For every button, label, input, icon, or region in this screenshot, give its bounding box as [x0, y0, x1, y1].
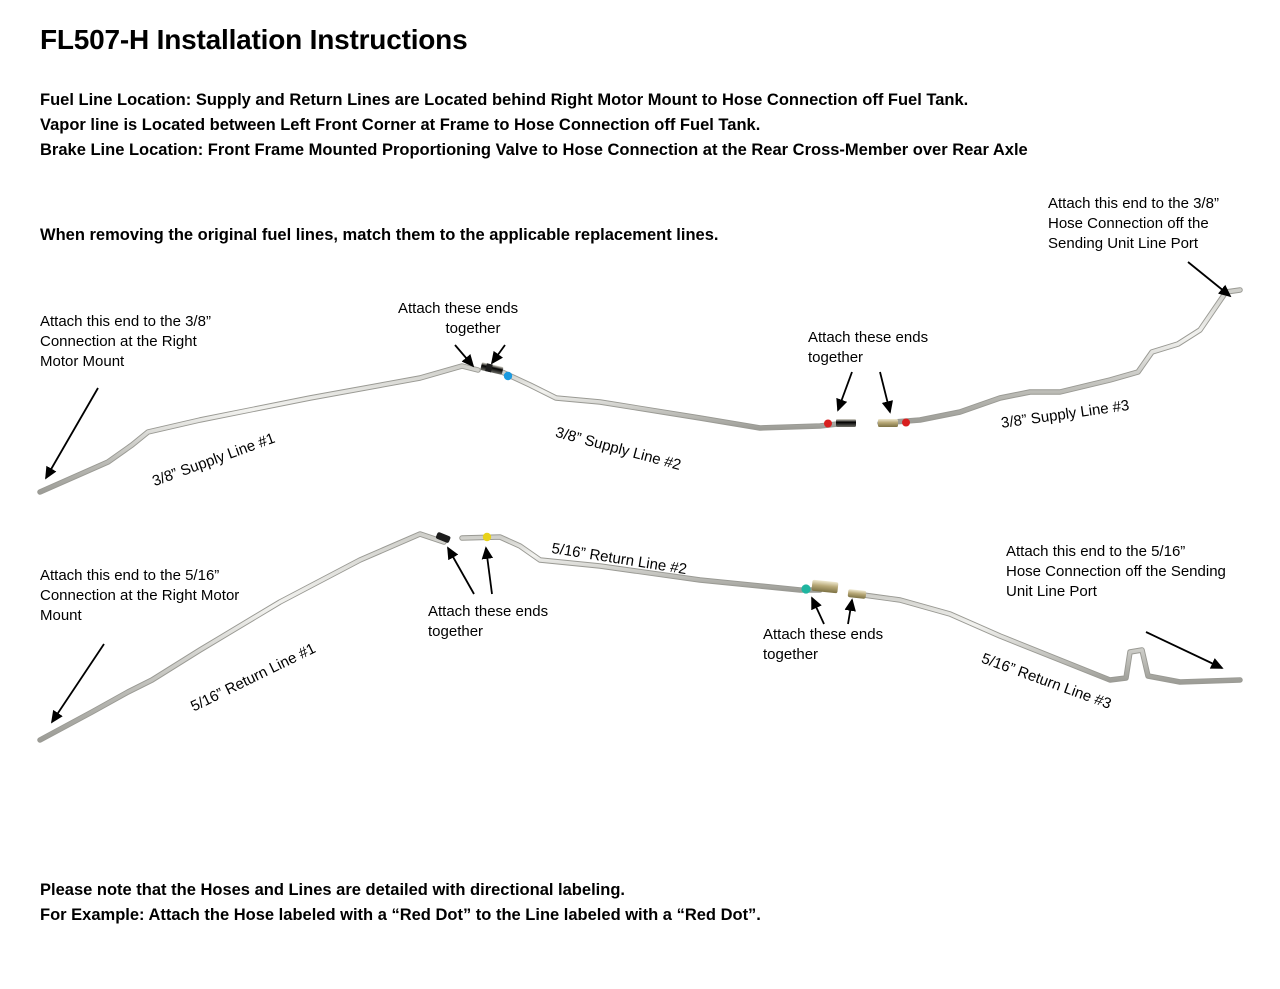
callout-line: Connection at the Right	[40, 333, 197, 350]
supply-mid-callout-arrows	[454, 344, 506, 368]
callout-line: Attach this end to the 3/8”	[40, 313, 211, 330]
return-line-2-right-fitting	[801, 579, 839, 594]
intro-line-vapor-location: Vapor line is Located between Left Front…	[40, 116, 761, 134]
callout-line: Attach these ends	[763, 626, 884, 643]
callout-return-right-join: Attach these ends together	[763, 625, 883, 665]
callout-line: together	[428, 623, 484, 640]
page-title: FL507-H Installation Instructions	[40, 24, 468, 55]
intro-paragraph-block: Fuel Line Location: Supply and Return Li…	[40, 88, 1220, 163]
callout-line: Mount	[40, 607, 82, 624]
callout-line: Attach these ends	[398, 300, 519, 317]
supply-line-3-left-fitting	[878, 418, 910, 427]
return-mid-callout-arrows	[447, 546, 494, 595]
return-end-callout-arrow	[1145, 631, 1224, 669]
callout-line: Attach these ends	[808, 329, 929, 346]
callout-supply-right-end: Attach this end to the 3/8” Hose Connect…	[1048, 194, 1219, 254]
callout-return-left-end: Attach this end to the 5/16” Connection …	[40, 566, 239, 626]
callout-line: Hose Connection off the Sending	[1006, 563, 1226, 580]
supply-left-callout-arrow	[45, 387, 99, 480]
red-dot-marker	[824, 419, 832, 428]
callout-line: together	[763, 646, 819, 663]
callout-line: Connection at the Right Motor	[40, 587, 240, 604]
callout-return-right-end: Attach this end to the 5/16” Hose Connec…	[1006, 542, 1226, 602]
footer-line-example: For Example: Attach the Hose labeled wit…	[40, 906, 761, 924]
return-line-3-left-fitting	[847, 589, 867, 599]
callout-line: Unit Line Port	[1006, 583, 1097, 600]
footer-line-directional-labeling: Please note that the Hoses and Lines are…	[40, 881, 625, 899]
return-right-callout-arrows	[811, 596, 856, 625]
intro-line-fuel-location: Fuel Line Location: Supply and Return Li…	[40, 91, 969, 109]
emphasis-note: When removing the original fuel lines, m…	[40, 226, 719, 244]
supply-line-1-tube	[37, 363, 481, 495]
blue-dot-marker	[503, 371, 513, 381]
return-left-callout-arrow	[51, 643, 105, 724]
callout-supply-right-join: Attach these ends together	[808, 328, 948, 368]
supply-line-2-tube	[499, 369, 849, 431]
callout-line: Sending Unit Line Port	[1048, 235, 1199, 252]
return-line-3-tube	[853, 591, 1243, 685]
callout-line: together	[445, 320, 501, 337]
callout-line: Attach these ends	[428, 603, 549, 620]
supply-line-2-right-fitting	[824, 419, 856, 428]
supply-right-callout-arrows	[836, 371, 893, 414]
callout-supply-left-end: Attach this end to the 3/8” Connection a…	[40, 312, 211, 372]
return-line-1-tube	[37, 531, 451, 743]
yellow-dot-marker	[482, 532, 492, 542]
callout-supply-mid-join: Attach these ends together	[398, 299, 548, 339]
footer-note-block: Please note that the Hoses and Lines are…	[40, 878, 1040, 928]
callout-line: Motor Mount	[40, 353, 125, 370]
callout-return-mid-join: Attach these ends together	[428, 602, 548, 642]
red-dot-marker	[902, 418, 910, 427]
callout-line: Attach this end to the 5/16”	[40, 567, 220, 584]
callout-line: Attach this end to the 3/8”	[1048, 195, 1219, 212]
intro-line-brake-location: Brake Line Location: Front Frame Mounted…	[40, 141, 1028, 159]
supply-line-3-tube	[877, 287, 1243, 426]
supply-end-callout-arrow	[1187, 261, 1232, 298]
callout-line: Hose Connection off the	[1048, 215, 1209, 232]
teal-dot-marker	[801, 584, 811, 594]
callout-line: Attach this end to the 5/16”	[1006, 543, 1186, 560]
return-line-2-tube	[459, 532, 823, 593]
callout-line: together	[808, 349, 864, 366]
supply-line-1-right-fitting	[480, 362, 513, 381]
